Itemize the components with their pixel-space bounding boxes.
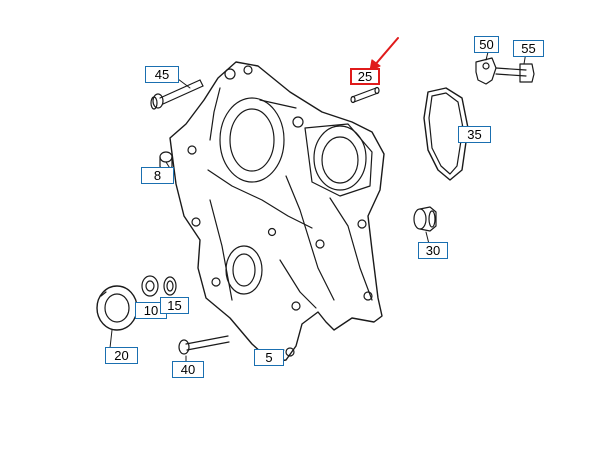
seal-20 — [96, 285, 138, 331]
callout-15[interactable]: 15 — [160, 297, 189, 314]
bolt-45 — [150, 79, 204, 110]
callout-5[interactable]: 5 — [254, 349, 284, 366]
gasket-35 — [423, 87, 469, 181]
washer-15 — [163, 276, 177, 296]
callout-8[interactable]: 8 — [141, 167, 174, 184]
plug-10 — [141, 275, 159, 297]
callout-30[interactable]: 30 — [418, 242, 448, 259]
callout-55[interactable]: 55 — [513, 40, 544, 57]
leader-lines — [109, 51, 527, 367]
plug-30 — [413, 206, 437, 232]
red-arrow-icon — [369, 37, 399, 72]
callout-50[interactable]: 50 — [474, 36, 499, 53]
timing-cover — [169, 61, 385, 363]
callout-40[interactable]: 40 — [172, 361, 204, 378]
bolt-40 — [178, 335, 230, 355]
callout-20[interactable]: 20 — [105, 347, 138, 364]
dowel-pin-25 — [350, 86, 380, 104]
callout-35[interactable]: 35 — [458, 126, 491, 143]
bracket-50 — [475, 57, 497, 85]
bolt-55 — [495, 63, 535, 83]
callout-45[interactable]: 45 — [145, 66, 179, 83]
callout-25[interactable]: 25 — [350, 68, 380, 85]
